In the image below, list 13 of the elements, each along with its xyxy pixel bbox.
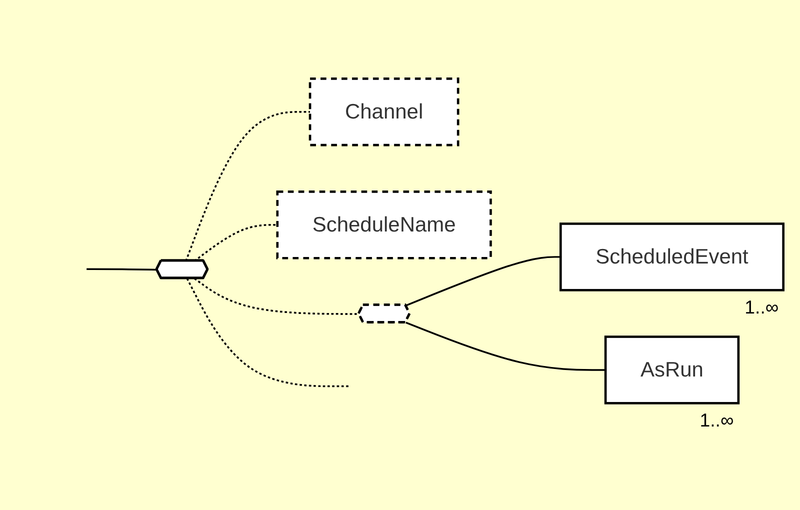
connector-line	[406, 322, 606, 371]
node-box: ScheduleName	[276, 190, 492, 260]
multiplicity-label: 1..∞	[700, 410, 734, 431]
connector-line	[86, 268, 158, 271]
multiplicity-label: 1..∞	[744, 296, 779, 318]
connector-line	[194, 224, 278, 262]
node-box: Channel	[308, 78, 460, 146]
node-box: AsRun	[604, 336, 740, 404]
connector-line	[194, 278, 360, 315]
node-box: ScheduledEvent	[559, 222, 784, 292]
connector-line	[186, 278, 350, 388]
connector-line	[185, 111, 310, 262]
connector-line	[406, 256, 561, 306]
